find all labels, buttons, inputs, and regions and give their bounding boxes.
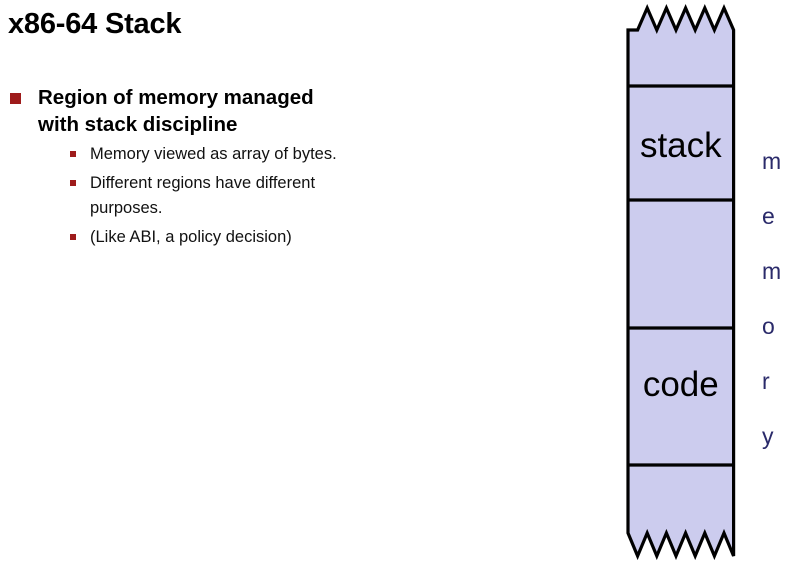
memory-layout-diagram: stack code: [620, 0, 793, 562]
memory-caption: m e m o r y: [762, 134, 792, 464]
bullet-level2: (Like ABI, a policy decision): [68, 225, 438, 250]
bullet-level2: Different regions have different purpose…: [68, 171, 438, 221]
memory-caption-letter: m: [762, 148, 782, 174]
memory-caption-letter: r: [762, 368, 770, 394]
stack-region-label: stack: [640, 126, 722, 165]
memory-caption-letter: o: [762, 313, 775, 339]
code-region-label: code: [643, 365, 719, 404]
page-title: x86-64 Stack: [8, 8, 182, 40]
bullet-level1-label: Region of memory managed with stack disc…: [38, 86, 314, 136]
small-square-bullet-icon: [70, 234, 76, 240]
bullet-level2: Memory viewed as array of bytes.: [68, 142, 438, 167]
bullet-level2-label: (Like ABI, a policy decision): [90, 228, 292, 246]
small-square-bullet-icon: [70, 151, 76, 157]
bullet-level2-label: Memory viewed as array of bytes.: [90, 145, 337, 163]
memory-caption-letter: y: [762, 423, 774, 449]
small-square-bullet-icon: [70, 180, 76, 186]
square-bullet-icon: [10, 93, 21, 104]
bullet-level2-label: Different regions have different purpose…: [90, 174, 316, 217]
bullet-level1: Region of memory managed with stack disc…: [8, 84, 438, 250]
memory-caption-letter: m: [762, 258, 782, 284]
memory-column-body: [626, 3, 736, 561]
sub-bullet-list: Memory viewed as array of bytes. Differe…: [38, 142, 438, 250]
bullet-list: Region of memory managed with stack disc…: [8, 84, 438, 258]
memory-caption-letter: e: [762, 203, 775, 229]
